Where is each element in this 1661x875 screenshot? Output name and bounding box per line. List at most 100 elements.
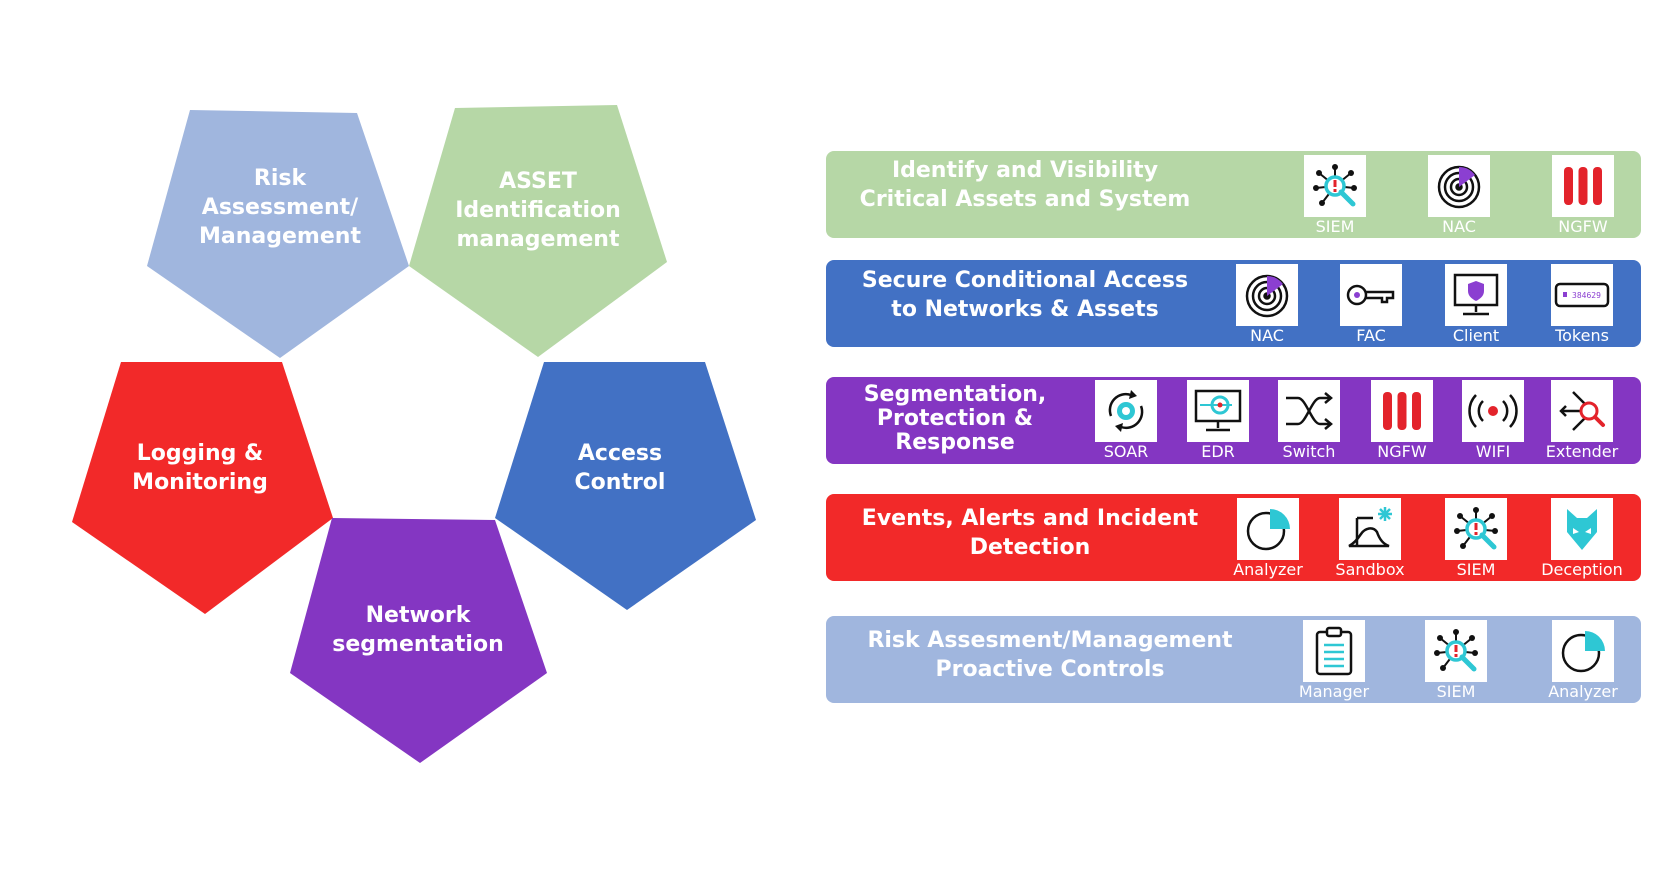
- analyzer-icon: [1552, 620, 1614, 682]
- tool-ngfw: NGFW: [1354, 380, 1450, 461]
- tool-siem: SIEM: [1428, 498, 1524, 579]
- tool-label: Analyzer: [1233, 560, 1303, 579]
- row-title: Segmentation,Protection &Response: [755, 383, 1155, 455]
- tool-edr: EDR: [1170, 380, 1266, 461]
- tool-wifi: WIFI: [1445, 380, 1541, 461]
- tool-label: Sandbox: [1335, 560, 1405, 579]
- pentagon-segmentation: [290, 518, 547, 763]
- pentagon-label-line: ASSET: [499, 168, 577, 194]
- token-icon: 384629: [1551, 264, 1613, 326]
- row-title-line: Response: [895, 430, 1015, 455]
- tool-deception: Deception: [1534, 498, 1630, 579]
- tool-label: Extender: [1545, 442, 1619, 461]
- pentagon-label-line: Network: [365, 603, 471, 628]
- row-title-line: Segmentation,: [863, 382, 1047, 407]
- pentagon-label-line: Control: [574, 470, 666, 495]
- switch-icon: [1278, 380, 1340, 442]
- row-title-line: Identify and Visibility: [891, 158, 1159, 183]
- tool-label: SIEM: [1315, 217, 1355, 236]
- nac-icon: [1236, 264, 1298, 326]
- row-title-line: Secure Conditional Access: [861, 268, 1189, 293]
- row-title-line: to Networks & Assets: [891, 297, 1159, 322]
- tool-switch: Switch: [1261, 380, 1357, 461]
- edr-icon: [1187, 380, 1249, 442]
- sandbox-icon: [1339, 498, 1401, 560]
- pentagon-label-line: Logging &: [136, 441, 264, 466]
- tool-label: SIEM: [1456, 560, 1496, 579]
- pentagon-label-segmentation: Network segmentation: [308, 601, 528, 659]
- pentagon-label-line: Identification: [455, 197, 621, 223]
- tool-label: NGFW: [1558, 217, 1608, 236]
- row-title-line: Protection &: [876, 406, 1034, 431]
- tool-label: WIFI: [1475, 442, 1511, 461]
- manager-icon: [1303, 620, 1365, 682]
- row-title-line: Events, Alerts and Incident: [861, 506, 1199, 531]
- tool-label: SIEM: [1436, 682, 1476, 701]
- tool-label: FAC: [1356, 326, 1386, 345]
- extender-icon: [1551, 380, 1613, 442]
- tool-label: Switch: [1282, 442, 1336, 461]
- row-title-line: Risk Assesment/Management: [867, 628, 1233, 653]
- siem-icon: [1304, 155, 1366, 217]
- tool-nac: NAC: [1219, 264, 1315, 345]
- row-title-line: Critical Assets and System: [859, 187, 1191, 212]
- analyzer-icon: [1237, 498, 1299, 560]
- pentagon-asset: [409, 105, 667, 357]
- row-title-line: Detection: [969, 535, 1091, 560]
- tool-label: NGFW: [1377, 442, 1427, 461]
- deception-icon: [1551, 498, 1613, 560]
- tool-sandbox: Sandbox: [1322, 498, 1418, 579]
- tool-analyzer: Analyzer: [1535, 620, 1631, 701]
- ngfw-icon: [1371, 380, 1433, 442]
- tool-siem: SIEM: [1408, 620, 1504, 701]
- tool-nac: NAC: [1411, 155, 1507, 236]
- pentagon-logging: [72, 362, 333, 614]
- row-riskrow: [826, 616, 1641, 703]
- tool-siem: SIEM: [1287, 155, 1383, 236]
- svg-text:384629: 384629: [1572, 291, 1601, 300]
- row-title: Secure Conditional Access to Networks & A…: [825, 266, 1225, 324]
- tool-label: SOAR: [1103, 442, 1149, 461]
- fac-key-icon: [1340, 264, 1402, 326]
- tool-label: EDR: [1201, 442, 1235, 461]
- tool-label: Deception: [1541, 560, 1623, 579]
- row-identify: [826, 151, 1641, 238]
- siem-icon: [1445, 498, 1507, 560]
- row-title-line: Proactive Controls: [935, 657, 1165, 682]
- tool-ngfw: NGFW: [1535, 155, 1631, 236]
- pentagon-label-line: Assessment/: [201, 194, 359, 220]
- siem-icon: [1425, 620, 1487, 682]
- tool-label: NAC: [1442, 217, 1476, 236]
- tool-label: Analyzer: [1548, 682, 1618, 701]
- pentagon-label-line: Monitoring: [132, 470, 268, 495]
- tool-label: Manager: [1298, 682, 1370, 701]
- tool-manager: Manager: [1286, 620, 1382, 701]
- tool-label: NAC: [1250, 326, 1284, 345]
- tool-label: Client: [1452, 326, 1500, 345]
- tool-soar: SOAR: [1078, 380, 1174, 461]
- pentagon-label-line: segmentation: [332, 632, 504, 657]
- tool-extender: Extender: [1534, 380, 1630, 461]
- client-icon: [1445, 264, 1507, 326]
- pentagon-label-line: Access: [577, 441, 663, 466]
- tool-label: Tokens: [1555, 326, 1609, 345]
- tool-analyzer: Analyzer: [1220, 498, 1316, 579]
- pentagon-label-line: management: [456, 226, 620, 252]
- pentagon-risk: [147, 110, 409, 358]
- tool-client: Client: [1428, 264, 1524, 345]
- pentagon-label-line: Management: [199, 223, 361, 249]
- tool-fac: FAC: [1323, 264, 1419, 345]
- pentagon-label-logging: Logging & Monitoring: [90, 439, 310, 497]
- ngfw-icon: [1552, 155, 1614, 217]
- pentagon-label-asset: ASSET Identification management: [428, 167, 648, 254]
- pentagon-access: [495, 362, 756, 610]
- wifi-icon: [1462, 380, 1524, 442]
- nac-icon: [1428, 155, 1490, 217]
